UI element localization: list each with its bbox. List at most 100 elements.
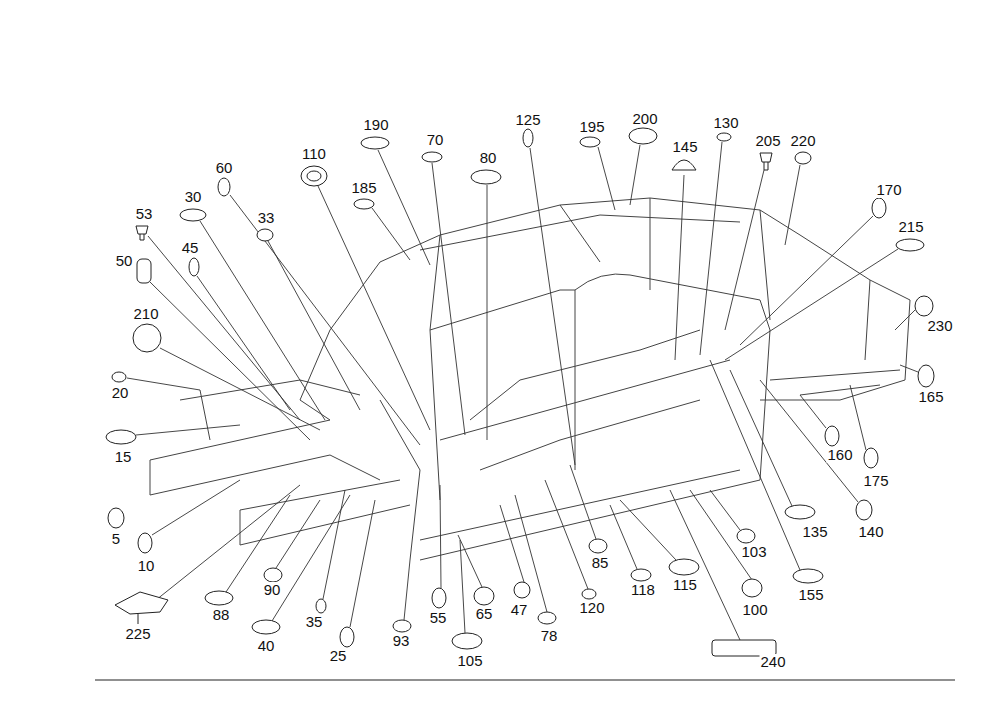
callout-number: 103 xyxy=(740,544,767,560)
callout-number: 40 xyxy=(257,638,276,654)
plug-icon xyxy=(538,612,556,624)
plug-icon xyxy=(918,365,934,387)
grommet-icon xyxy=(307,171,321,181)
plug-icon xyxy=(218,178,230,196)
callout-number: 215 xyxy=(897,219,924,235)
rear-section xyxy=(760,235,910,400)
callout-number: 80 xyxy=(479,150,498,166)
callout-number: 20 xyxy=(111,385,130,401)
plug-icon xyxy=(138,533,152,553)
plug-icon xyxy=(717,133,731,141)
plug-icon xyxy=(523,129,533,147)
plug-icon xyxy=(205,591,233,605)
callout-number: 190 xyxy=(362,117,389,133)
callout-number: 53 xyxy=(135,206,154,222)
callout-number: 125 xyxy=(514,112,541,128)
plug-icon xyxy=(825,426,839,446)
plug-icon xyxy=(580,137,600,147)
plug-icon xyxy=(432,588,446,608)
callout-number: 25 xyxy=(329,648,348,664)
leader-lines xyxy=(127,142,918,640)
plug-icon xyxy=(112,372,126,382)
plug-icon xyxy=(137,259,151,283)
callout-number: 135 xyxy=(801,524,828,540)
callout-number: 90 xyxy=(263,582,282,598)
plug-icon xyxy=(316,599,326,613)
plug-icon xyxy=(514,582,530,598)
callout-number: 130 xyxy=(712,115,739,131)
callout-number: 220 xyxy=(789,133,816,149)
plug-icon xyxy=(252,620,280,634)
plug-icon xyxy=(896,239,924,251)
callout-number: 65 xyxy=(475,606,494,622)
plug-icon xyxy=(106,430,136,444)
callout-number: 185 xyxy=(350,180,377,196)
front-section xyxy=(150,330,420,560)
callout-number: 175 xyxy=(862,473,889,489)
callout-number: 230 xyxy=(926,318,953,334)
callout-number: 55 xyxy=(429,610,448,626)
page-rule xyxy=(95,679,955,680)
bolt-icon xyxy=(136,226,148,240)
car-body xyxy=(150,198,910,560)
plug-icon xyxy=(452,633,482,649)
part-icons xyxy=(106,128,934,656)
callout-number: 30 xyxy=(184,189,203,205)
callout-number: 110 xyxy=(301,146,327,162)
plug-icon xyxy=(354,199,374,209)
plug-icon xyxy=(631,569,651,581)
plug-icon xyxy=(795,152,811,164)
bracket-icon xyxy=(115,592,168,624)
plug-icon xyxy=(582,589,596,599)
callout-number: 45 xyxy=(181,240,200,256)
callout-number: 155 xyxy=(797,587,824,603)
callout-number: 60 xyxy=(215,160,234,176)
callout-number: 50 xyxy=(115,253,134,269)
plug-icon xyxy=(742,579,762,597)
callout-number: 165 xyxy=(917,389,944,405)
plug-icon xyxy=(264,568,282,582)
plug-icon xyxy=(589,539,607,553)
plug-icon xyxy=(393,620,411,632)
callout-number: 170 xyxy=(875,182,902,198)
callout-number: 195 xyxy=(578,119,605,135)
callout-number: 70 xyxy=(426,132,445,148)
callout-number: 225 xyxy=(124,626,151,642)
callout-number: 15 xyxy=(114,449,133,465)
callout-number: 205 xyxy=(754,133,781,149)
plug-icon xyxy=(872,198,886,218)
callout-number: 160 xyxy=(826,447,853,463)
plug-icon xyxy=(785,505,815,519)
callout-number: 93 xyxy=(392,633,411,649)
side-frame xyxy=(420,274,770,560)
plug-icon xyxy=(864,448,878,468)
plug-icon xyxy=(257,229,273,241)
plug-icon xyxy=(189,258,199,276)
grommet-icon xyxy=(301,166,327,186)
callout-number: 5 xyxy=(111,531,121,547)
callout-number: 47 xyxy=(510,602,529,618)
callout-number: 200 xyxy=(631,111,658,127)
callout-number: 85 xyxy=(591,555,610,571)
callout-number: 35 xyxy=(305,614,324,630)
callout-number: 88 xyxy=(212,607,231,623)
plug-icon xyxy=(108,508,124,528)
plug-icon xyxy=(737,529,755,543)
callout-number: 100 xyxy=(741,602,768,618)
plug-icon xyxy=(793,569,823,583)
plug-icon xyxy=(361,137,389,149)
callout-number: 105 xyxy=(456,653,483,669)
callout-number: 140 xyxy=(857,524,884,540)
plug-icon xyxy=(474,587,494,605)
callout-number: 10 xyxy=(137,558,156,574)
plug-icon xyxy=(669,559,699,575)
plug-icon xyxy=(629,128,657,144)
plug-icon xyxy=(180,209,206,221)
bolt-icon xyxy=(760,153,772,170)
callout-number: 120 xyxy=(578,600,605,616)
callout-number: 115 xyxy=(672,577,698,593)
callout-number: 118 xyxy=(630,582,656,598)
callout-number: 145 xyxy=(671,139,698,155)
plug-icon xyxy=(471,170,501,184)
